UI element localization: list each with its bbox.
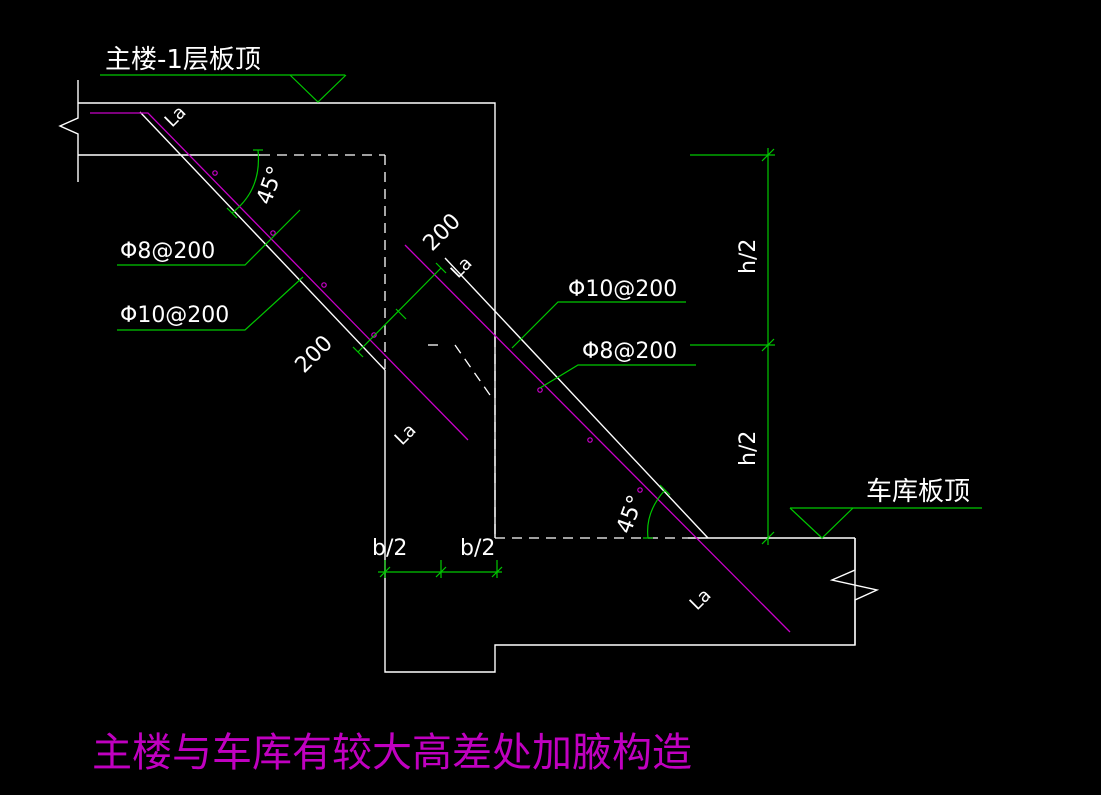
anchor-la-label-2: La <box>447 253 477 283</box>
half-height-upper-label: h/2 <box>736 239 761 274</box>
half-width-right-label: b/2 <box>460 536 495 561</box>
anchor-la-label-1: La <box>161 102 191 132</box>
dimension-lines <box>100 74 982 578</box>
half-width-left-label: b/2 <box>372 536 407 561</box>
dim-200-lower-label: 200 <box>291 331 338 378</box>
hidden-lines <box>260 154 688 539</box>
rebar-upper-bar <box>90 112 469 441</box>
half-height-lower-label: h/2 <box>736 431 761 466</box>
rebar-lines <box>90 112 791 633</box>
drawing-title: 主楼与车库有较大高差处加腋构造 <box>92 730 692 776</box>
rebar-phi10-left-label: Φ10@200 <box>120 303 229 328</box>
rebar-lower-bar <box>404 244 791 633</box>
rebar-dots <box>212 170 643 493</box>
rebar-phi8-right-label: Φ8@200 <box>582 339 677 364</box>
labels: 主楼-1层板顶 车库板顶 Φ8@200 Φ10@200 Φ10@200 Φ8@2… <box>105 45 970 615</box>
rebar-phi10-right-label: Φ10@200 <box>568 277 677 302</box>
anchor-la-label-4: La <box>686 585 716 615</box>
anchor-la-label-3: La <box>391 420 421 450</box>
level-main-label: 主楼-1层板顶 <box>105 45 261 75</box>
angle-lower-label: 45° <box>612 492 649 537</box>
concrete-outline <box>58 80 880 673</box>
dim-200-upper-label: 200 <box>419 209 466 256</box>
rebar-phi8-left-label: Φ8@200 <box>120 239 215 264</box>
level-garage-label: 车库板顶 <box>866 477 970 507</box>
